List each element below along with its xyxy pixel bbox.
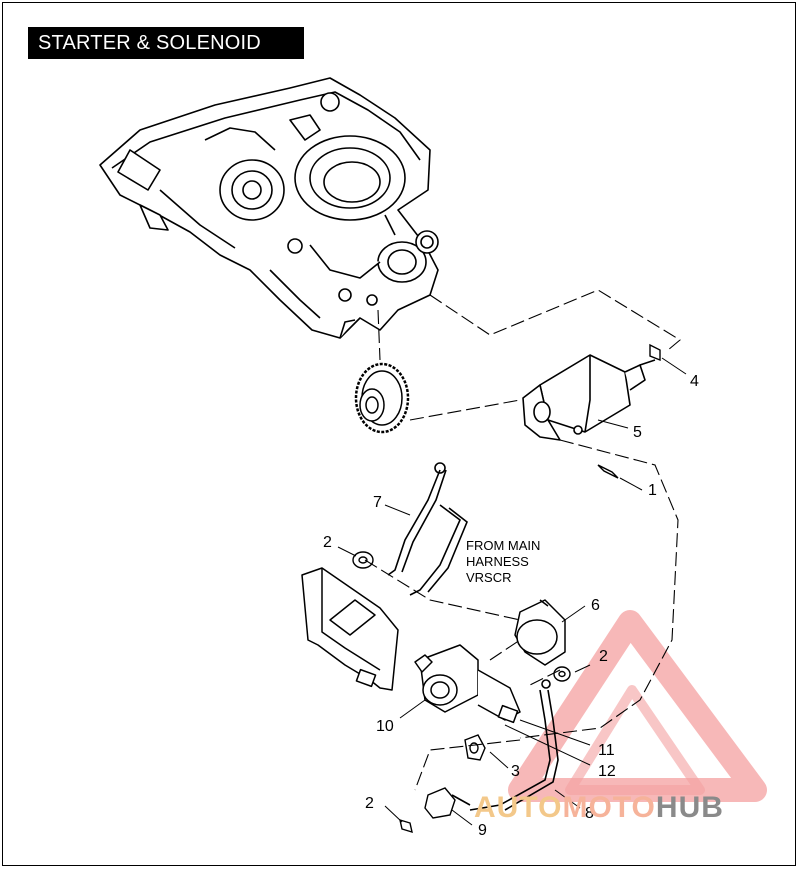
solenoid-bracket-drawing	[301, 567, 399, 691]
harness-note-line-1: FROM MAIN	[466, 538, 541, 553]
callout-3: 3	[511, 763, 520, 780]
watermark-part-2: MOTO	[562, 791, 656, 824]
harness-note-line-3: VRSCR	[466, 570, 512, 585]
callout-2-upper: 2	[323, 534, 332, 551]
terminal-boot-drawing	[424, 787, 456, 819]
watermark-part-1: AUTO	[474, 791, 563, 824]
crankcase-drawing	[99, 77, 439, 339]
watermark-text: AUTOMOTOHUB	[474, 788, 724, 828]
callout-1: 1	[648, 482, 657, 499]
callout-5: 5	[633, 424, 642, 441]
harness-note: FROM MAIN HARNESS VRSCR	[466, 538, 540, 586]
starter-clutch-gear-drawing	[354, 362, 410, 434]
callout-4: 4	[690, 373, 699, 390]
hardware-drawing	[352, 343, 661, 834]
callout-8: 8	[585, 805, 594, 822]
callout-6: 6	[591, 597, 600, 614]
watermark-triangle-logo	[508, 610, 767, 802]
callout-7: 7	[373, 494, 382, 511]
callout-2-lower: 2	[365, 795, 374, 812]
starter-motor-drawing	[522, 354, 656, 441]
callout-12: 12	[598, 763, 616, 780]
callout-2-right: 2	[599, 648, 608, 665]
page-title: STARTER & SOLENOID	[28, 27, 304, 59]
callout-10: 10	[376, 718, 394, 735]
callout-9: 9	[478, 822, 487, 839]
harness-note-line-2: HARNESS	[466, 554, 529, 569]
callout-leader-lines	[337, 357, 687, 826]
solenoid-drawing	[414, 644, 521, 724]
assembly-guide-lines	[364, 289, 681, 791]
watermark-part-3: HUB	[655, 791, 724, 824]
callout-11: 11	[598, 742, 615, 759]
solenoid-cover-drawing	[514, 599, 566, 666]
cable-clip-drawing	[464, 734, 486, 761]
